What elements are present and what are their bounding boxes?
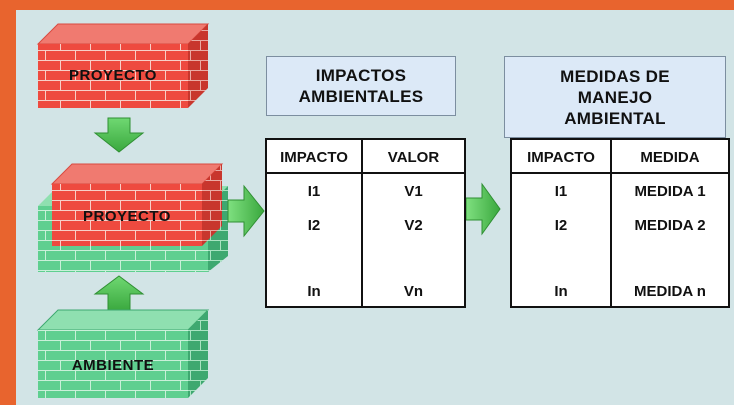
- impact-cell: I1: [554, 183, 568, 200]
- arrow-right-icon: [465, 182, 501, 236]
- arrow-down-icon: [93, 117, 145, 153]
- column-divider: [361, 140, 363, 306]
- impacts-title: IMPACTOS AMBIENTALES: [266, 56, 456, 116]
- impacts-title-line2: AMBIENTALES: [298, 87, 424, 106]
- column-divider: [610, 140, 612, 306]
- measure-cell: MEDIDA n: [634, 283, 706, 300]
- measures-title-line3: AMBIENTAL: [564, 108, 666, 128]
- measure-cell: MEDIDA 1: [634, 183, 706, 200]
- impacts-table-header: [267, 140, 464, 174]
- value-cell: V1: [404, 183, 423, 200]
- measures-title-line2: MANEJO: [577, 87, 653, 107]
- measures-table: IMPACTO MEDIDA I1 MEDIDA 1 I2 MEDIDA 2 I…: [510, 138, 730, 308]
- impacts-table: IMPACTO VALOR I1 V1 I2 V2 In Vn: [265, 138, 466, 308]
- arrow-right-icon: [227, 184, 265, 238]
- environment-block: [36, 309, 210, 398]
- project-label-middle: PROYECTO: [83, 208, 171, 225]
- measures-title-line1: MEDIDAS DE: [560, 66, 670, 86]
- column-header-impacto: IMPACTO: [280, 149, 348, 166]
- value-cell: Vn: [403, 283, 424, 300]
- value-cell: V2: [404, 217, 423, 234]
- arrow-up-icon: [93, 275, 145, 312]
- column-header-impacto: IMPACTO: [527, 149, 595, 166]
- impact-cell: I1: [307, 183, 321, 200]
- impacts-title-line1: IMPACTOS: [315, 66, 407, 85]
- impact-cell: In: [554, 283, 568, 300]
- measures-table-header: [512, 140, 728, 174]
- impact-cell: I2: [307, 217, 321, 234]
- environment-label: AMBIENTE: [71, 357, 155, 374]
- column-header-medida: MEDIDA: [640, 149, 700, 166]
- impact-cell: In: [307, 283, 321, 300]
- project-label-top: PROYECTO: [69, 67, 157, 84]
- project-environment-block: [38, 163, 228, 272]
- column-header-valor: VALOR: [387, 149, 440, 166]
- impact-cell: I2: [554, 217, 568, 234]
- measure-cell: MEDIDA 2: [634, 217, 706, 234]
- measures-title: MEDIDAS DE MANEJO AMBIENTAL: [504, 56, 726, 138]
- project-block-top: [36, 23, 210, 108]
